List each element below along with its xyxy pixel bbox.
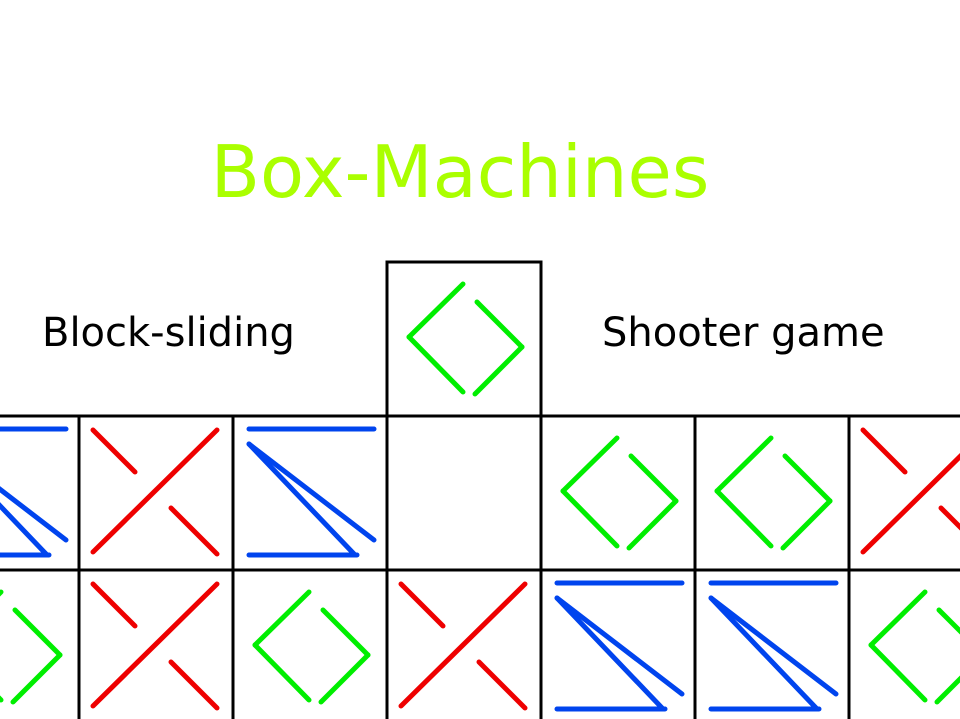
bracket-pair-icon <box>252 589 371 705</box>
board-tile[interactable] <box>385 414 543 572</box>
shooter-game-option[interactable]: Shooter game <box>602 310 885 356</box>
board-tile[interactable] <box>539 568 697 719</box>
zigzag-icon <box>0 426 69 558</box>
board-tile[interactable] <box>231 568 389 719</box>
bracket-pair-icon <box>560 435 679 551</box>
board-tile[interactable] <box>847 568 960 719</box>
cross-icon <box>90 581 220 711</box>
board-tile[interactable] <box>539 414 697 572</box>
board-tile[interactable] <box>231 414 389 572</box>
bracket-pair-icon <box>0 589 63 705</box>
zigzag-icon <box>708 580 839 712</box>
cross-icon <box>90 427 220 557</box>
cross-icon <box>860 427 960 555</box>
bracket-pair-icon <box>406 281 525 397</box>
board-tile[interactable] <box>693 414 851 572</box>
board-tile[interactable] <box>77 414 235 572</box>
bracket-pair-icon <box>714 435 833 551</box>
board-tile[interactable] <box>693 568 851 719</box>
bracket-pair-icon <box>868 589 960 705</box>
board-tile[interactable] <box>847 414 960 572</box>
selector-tile[interactable] <box>385 260 543 418</box>
game-title: Box-Machines <box>210 130 710 214</box>
board-tile[interactable] <box>0 414 81 572</box>
zigzag-icon <box>246 426 377 558</box>
cross-icon <box>398 581 528 711</box>
board-tile[interactable] <box>77 568 235 719</box>
block-sliding-option[interactable]: Block-sliding <box>42 310 295 356</box>
board-tile[interactable] <box>385 568 543 719</box>
board-tile[interactable] <box>0 568 81 719</box>
zigzag-icon <box>554 580 685 712</box>
